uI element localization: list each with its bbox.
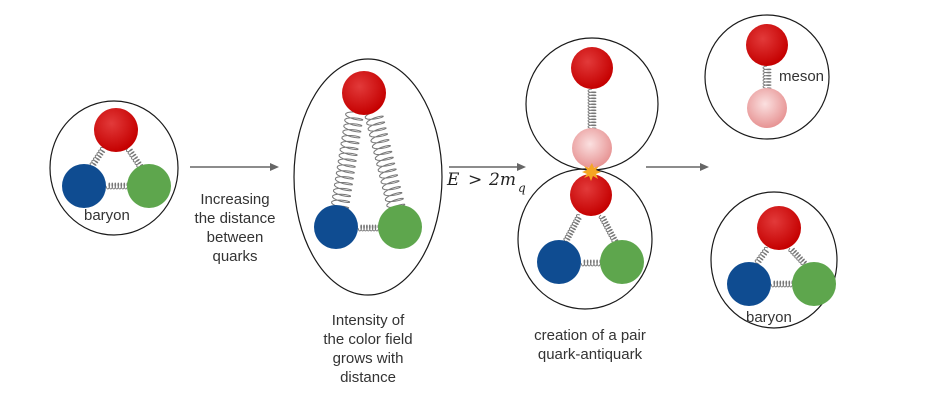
- energy-op: >: [468, 170, 482, 190]
- caption-step1-line: Increasing: [200, 191, 270, 208]
- gluon-spring: [357, 224, 380, 232]
- caption-step2-line: grows with: [332, 350, 404, 367]
- antiquark: [572, 128, 612, 168]
- gluon-spring: [105, 182, 129, 190]
- gluon-spring: [125, 147, 144, 168]
- pair-creation-quarks: [537, 47, 644, 284]
- gluon-spring: [598, 214, 619, 243]
- baryon-left-label: baryon: [84, 207, 130, 224]
- gluon-springs: [89, 65, 807, 288]
- arrows: [190, 163, 709, 171]
- red-quark: [342, 71, 386, 115]
- meson-boundary: [704, 14, 830, 140]
- red-quark: [746, 24, 788, 66]
- caption-step1-line: between: [206, 229, 264, 246]
- red-quark: [571, 47, 613, 89]
- gluon-spring: [762, 65, 772, 90]
- gluon-spring: [89, 146, 106, 169]
- caption-step1-line: the distance: [194, 210, 276, 227]
- energy-sub: q: [518, 181, 526, 195]
- energy-rhs: 2m: [488, 170, 516, 190]
- caption-step3-line: creation of a pair: [534, 327, 646, 344]
- antiquark: [747, 88, 787, 128]
- red-quark: [757, 206, 801, 250]
- gluon-spring: [754, 246, 769, 266]
- arrow-2-head: [517, 163, 526, 171]
- red-quark-new: [570, 174, 612, 216]
- arrow-1-head: [270, 163, 279, 171]
- caption-step2-line: distance: [340, 369, 396, 386]
- gluon-spring: [580, 259, 602, 267]
- caption-step3-line: quark-antiquark: [537, 346, 643, 363]
- arrow-3-head: [700, 163, 709, 171]
- caption-step1-line: quarks: [212, 248, 258, 265]
- caption-step3: creation of a pair quark-antiquark: [515, 326, 665, 364]
- spark-icon: [582, 163, 601, 181]
- gluon-spring: [770, 280, 794, 288]
- green-quark: [378, 205, 422, 249]
- stretched-baryon-quarks: [314, 71, 422, 249]
- gluon-spring: [587, 88, 597, 130]
- meson-quarks: [746, 24, 788, 128]
- caption-step1: Increasing the distance between quarks: [180, 190, 290, 266]
- energy-condition: E > 2m q: [446, 170, 526, 195]
- caption-step2: Intensity of the color field grows with …: [293, 311, 443, 387]
- green-quark: [127, 164, 171, 208]
- gluon-spring: [563, 214, 582, 244]
- gluon-spring: [788, 247, 807, 265]
- green-quark: [600, 240, 644, 284]
- caption-step2-line: Intensity of: [331, 312, 405, 329]
- stretched-baryon-boundary: [293, 58, 443, 296]
- baryon-forming-boundary: [517, 168, 653, 310]
- meson-label: meson: [779, 68, 824, 85]
- caption-step2-line: the color field: [323, 331, 413, 348]
- baryon-right-boundary: [710, 191, 838, 329]
- green-quark: [792, 262, 836, 306]
- blue-quark: [62, 164, 106, 208]
- baryon-left-quarks: [62, 108, 171, 208]
- energy-lhs: E: [446, 170, 460, 190]
- red-quark: [94, 108, 138, 152]
- blue-quark: [727, 262, 771, 306]
- blue-quark: [537, 240, 581, 284]
- baryon-right-quarks: [727, 206, 836, 306]
- baryon-left-boundary: [49, 100, 179, 236]
- gluon-spring-stretched: [364, 111, 406, 208]
- baryon-right-label: baryon: [746, 309, 792, 326]
- blue-quark: [314, 205, 358, 249]
- gluon-spring-stretched: [331, 111, 364, 209]
